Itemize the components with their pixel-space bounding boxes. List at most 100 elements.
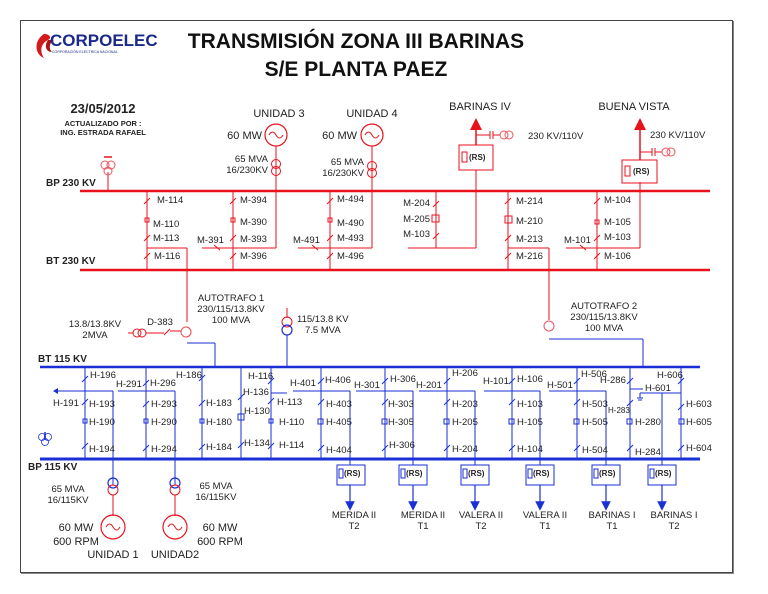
- svg-text:T2: T2: [348, 521, 359, 532]
- svg-text:13.8/13.8KV: 13.8/13.8KV: [69, 319, 122, 330]
- svg-text:H-190: H-190: [89, 417, 115, 428]
- page-subtitle: S/E PLANTA PAEZ: [265, 58, 448, 81]
- svg-text:H-504: H-504: [582, 445, 608, 456]
- svg-text:65 MVA: 65 MVA: [51, 484, 85, 495]
- svg-text:H-306: H-306: [390, 374, 416, 385]
- bay-230-barinas-iv: M-204 M-205 M-103: [403, 170, 477, 249]
- bay-115-40: H-401 H-406 H-403 H-405 H-404: [290, 367, 352, 465]
- svg-text:M-205: M-205: [403, 214, 430, 225]
- svg-text:H-104: H-104: [517, 444, 543, 455]
- svg-text:BARINAS IV: BARINAS IV: [449, 101, 511, 113]
- svg-text:H-193: H-193: [89, 399, 115, 410]
- svg-text:H-186: H-186: [176, 370, 202, 381]
- svg-text:H-301: H-301: [354, 380, 380, 391]
- svg-text:M-396: M-396: [240, 251, 267, 262]
- svg-text:M-496: M-496: [337, 251, 364, 262]
- svg-text:H-505: H-505: [582, 417, 608, 428]
- svg-text:H-103: H-103: [517, 399, 543, 410]
- svg-text:H-296: H-296: [150, 378, 176, 389]
- svg-text:(RS): (RS): [633, 167, 650, 176]
- svg-text:H-506: H-506: [581, 369, 607, 380]
- svg-text:H-113: H-113: [277, 397, 302, 408]
- svg-text:M-490: M-490: [337, 218, 364, 229]
- autotrafo-1: AUTOTRAFO 1 230/115/13.8KV 100 MVA: [180, 248, 265, 367]
- svg-text:(RS): (RS): [406, 469, 423, 478]
- svg-text:H-601: H-601: [645, 383, 671, 394]
- feeder-merida-ii-t2: (RS) MERIDA II T2: [332, 464, 376, 532]
- svg-text:M-491: M-491: [293, 235, 320, 246]
- svg-text:100 MVA: 100 MVA: [585, 323, 624, 334]
- potential-transformer-icon: [100, 156, 116, 191]
- svg-text:16/230KV: 16/230KV: [226, 165, 268, 176]
- svg-text:100 MVA: 100 MVA: [212, 315, 251, 326]
- svg-text:2MVA: 2MVA: [82, 330, 108, 341]
- svg-text:BT 115 KV: BT 115 KV: [38, 354, 87, 365]
- svg-text:BP 230 KV: BP 230 KV: [46, 178, 96, 189]
- svg-text:16/230KV: 16/230KV: [322, 168, 364, 179]
- svg-text:H-101: H-101: [483, 376, 509, 387]
- svg-text:H-503: H-503: [582, 399, 608, 410]
- svg-text:H-205: H-205: [452, 417, 478, 428]
- autotrafo-2: AUTOTRAFO 2 230/115/13.8KV 100 MVA: [543, 290, 644, 367]
- bus-bp-115: BP 115 KV: [28, 457, 700, 473]
- date-label: 23/05/2012: [70, 101, 135, 116]
- svg-text:H-605: H-605: [686, 417, 712, 428]
- aux-transformer-13-8: 13.8/13.8KV 2MVA D-383: [69, 317, 181, 341]
- svg-text:H-114: H-114: [279, 440, 304, 451]
- svg-text:230 KV/110V: 230 KV/110V: [650, 130, 706, 141]
- svg-text:BUENA VISTA: BUENA VISTA: [598, 101, 670, 113]
- svg-text:D-383: D-383: [147, 317, 173, 328]
- svg-text:H-305: H-305: [388, 417, 414, 428]
- svg-text:H-604: H-604: [686, 443, 712, 454]
- svg-text:H-134: H-134: [244, 438, 270, 449]
- svg-text:H-136: H-136: [243, 387, 269, 398]
- bay-115-29: H-291 H-296 H-293 H-290 H-294: [116, 367, 177, 485]
- svg-text:230 KV/110V: 230 KV/110V: [528, 131, 584, 142]
- svg-text:H-603: H-603: [686, 399, 712, 410]
- svg-text:H-194: H-194: [89, 444, 115, 455]
- svg-text:MERIDA II: MERIDA II: [332, 510, 376, 521]
- svg-text:H-191: H-191: [53, 398, 79, 409]
- svg-text:(RS): (RS): [655, 469, 672, 478]
- svg-text:230/115/13.8KV: 230/115/13.8KV: [570, 312, 638, 323]
- svg-text:M-394: M-394: [240, 195, 267, 206]
- svg-text:BARINAS I: BARINAS I: [589, 510, 636, 521]
- svg-text:UNIDAD 1: UNIDAD 1: [87, 549, 138, 561]
- svg-text:(RS): (RS): [468, 469, 485, 478]
- svg-text:H-116: H-116: [248, 371, 273, 382]
- svg-text:T1: T1: [539, 521, 550, 532]
- svg-text:M-204: M-204: [403, 198, 430, 209]
- bay-230-1: M-114 M-110 M-113 M-116: [143, 191, 187, 270]
- svg-text:(RS): (RS): [469, 153, 486, 162]
- svg-text:M-104: M-104: [604, 195, 631, 206]
- svg-text:H-406: H-406: [325, 375, 351, 386]
- potential-transformer-115-icon: [38, 432, 52, 446]
- feeder-valera-ii-t1: (RS) VALERA II T1: [523, 464, 567, 532]
- svg-text:H-201: H-201: [416, 380, 442, 391]
- svg-text:230/115/13.8KV: 230/115/13.8KV: [197, 304, 265, 315]
- bus-bt-115: BT 115 KV: [38, 354, 700, 369]
- svg-text:H-130: H-130: [244, 406, 270, 417]
- page-title: TRANSMISIÓN ZONA III BARINAS: [188, 29, 524, 53]
- svg-text:BT 230 KV: BT 230 KV: [46, 256, 96, 267]
- svg-text:H-184: H-184: [206, 442, 232, 453]
- svg-text:M-493: M-493: [337, 233, 364, 244]
- svg-text:60 MW: 60 MW: [322, 130, 357, 142]
- svg-text:M-106: M-106: [604, 251, 631, 262]
- svg-text:M-103: M-103: [403, 229, 430, 240]
- svg-text:M-391: M-391: [197, 235, 224, 246]
- svg-text:H-106: H-106: [517, 374, 543, 385]
- bay-115-60: H-606 H-601 H-603 H-605 H-604: [637, 367, 712, 465]
- svg-text:H-206: H-206: [452, 368, 478, 379]
- svg-text:T2: T2: [668, 521, 679, 532]
- generator-unit2: 65 MVA 16/115KV 60 MW 600 RPM UNIDAD2: [151, 459, 243, 561]
- svg-text:AUTOTRAFO 2: AUTOTRAFO 2: [571, 301, 637, 312]
- svg-text:H-283: H-283: [608, 406, 630, 415]
- svg-text:AUTOTRAFO 1: AUTOTRAFO 1: [198, 293, 264, 304]
- svg-text:H-180: H-180: [206, 417, 232, 428]
- svg-text:H-293: H-293: [151, 399, 177, 410]
- svg-text:H-403: H-403: [326, 399, 352, 410]
- svg-text:M-114: M-114: [157, 195, 183, 206]
- svg-text:BP 115 KV: BP 115 KV: [28, 462, 78, 473]
